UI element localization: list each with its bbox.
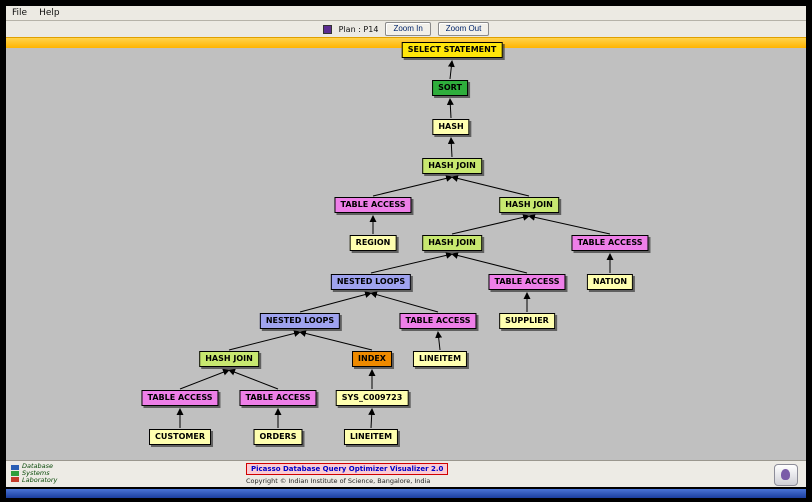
zoom-in-button[interactable]: Zoom In bbox=[385, 22, 431, 36]
mascot-icon bbox=[774, 464, 798, 486]
zoom-out-button[interactable]: Zoom Out bbox=[437, 22, 490, 36]
menu-file[interactable]: File bbox=[12, 8, 28, 18]
menu-help[interactable]: Help bbox=[39, 8, 60, 18]
plan-node-ta-lineitem[interactable]: TABLE ACCESS bbox=[399, 313, 477, 329]
plan-node-ta-orders[interactable]: TABLE ACCESS bbox=[239, 390, 317, 406]
app-banner: Picasso Database Query Optimizer Visuali… bbox=[246, 463, 449, 475]
plan-node-sys[interactable]: SYS_C009723 bbox=[335, 390, 409, 406]
plan-node-customer[interactable]: CUSTOMER bbox=[149, 429, 211, 445]
logo-line-1: Database bbox=[22, 462, 54, 470]
plan-node-ta-customer[interactable]: TABLE ACCESS bbox=[141, 390, 219, 406]
copyright-text: Copyright © Indian Institute of Science,… bbox=[246, 477, 431, 485]
plan-node-ta-region[interactable]: TABLE ACCESS bbox=[334, 197, 412, 213]
plan-label: Plan : P14 bbox=[338, 24, 379, 34]
plan-node-supplier[interactable]: SUPPLIER bbox=[499, 313, 555, 329]
logo-line-2: Systems bbox=[22, 469, 50, 477]
plan-node-hj-right[interactable]: HASH JOIN bbox=[499, 197, 559, 213]
plan-node-hj-top[interactable]: HASH JOIN bbox=[422, 158, 482, 174]
menu-bar: File Help bbox=[6, 6, 806, 21]
plan-node-hash[interactable]: HASH bbox=[432, 119, 470, 135]
plan-node-nation[interactable]: NATION bbox=[586, 274, 634, 290]
app-window: File Help Plan : P14 Zoom In Zoom Out Da… bbox=[6, 6, 806, 487]
plan-node-ta-nation[interactable]: TABLE ACCESS bbox=[571, 235, 649, 251]
plan-color-swatch-icon bbox=[322, 24, 332, 34]
plan-node-region[interactable]: REGION bbox=[349, 235, 397, 251]
plan-node-sort[interactable]: SORT bbox=[432, 80, 468, 96]
dsl-logo-icon bbox=[11, 465, 19, 482]
plan-node-index[interactable]: INDEX bbox=[352, 351, 392, 367]
plan-node-ta-supplier[interactable]: TABLE ACCESS bbox=[488, 274, 566, 290]
plan-node-lineitem-mid[interactable]: LINEITEM bbox=[412, 351, 468, 367]
dsl-logo: Database Systems Laboratory bbox=[11, 463, 57, 484]
plan-node-nl-lower[interactable]: NESTED LOOPS bbox=[259, 313, 341, 329]
plan-node-lineitem-bot[interactable]: LINEITEM bbox=[343, 429, 399, 445]
plan-node-hj-mid[interactable]: HASH JOIN bbox=[422, 235, 482, 251]
plan-node-nl-upper[interactable]: NESTED LOOPS bbox=[330, 274, 412, 290]
plan-node-hj-bottom[interactable]: HASH JOIN bbox=[199, 351, 259, 367]
plan-node-select[interactable]: SELECT STATEMENT bbox=[401, 42, 503, 58]
logo-line-3: Laboratory bbox=[22, 476, 58, 484]
toolbar: Plan : P14 Zoom In Zoom Out bbox=[6, 21, 806, 37]
status-bar: Database Systems Laboratory Picasso Data… bbox=[6, 460, 806, 487]
plan-node-orders[interactable]: ORDERS bbox=[253, 429, 303, 445]
taskbar-strip bbox=[6, 489, 806, 498]
